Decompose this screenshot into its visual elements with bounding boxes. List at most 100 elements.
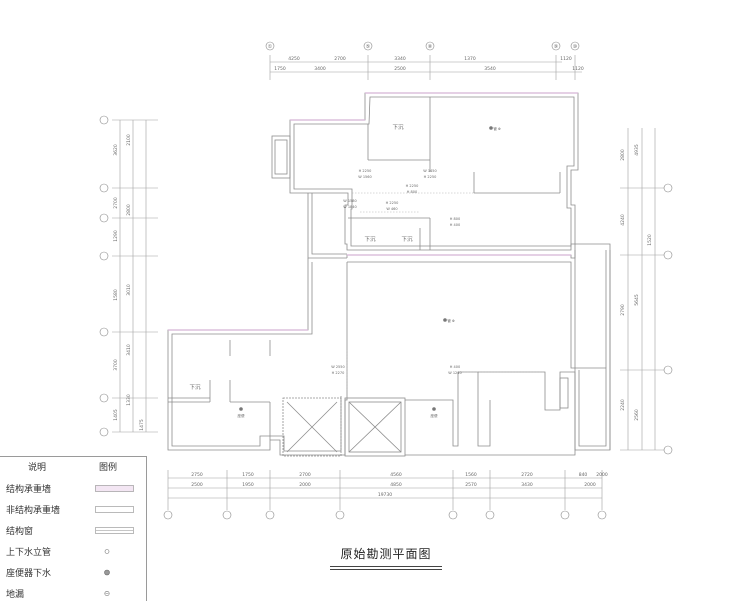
right-dimension-value: 2560 bbox=[634, 409, 640, 421]
legend-row-floor-drain: 地漏 bbox=[0, 583, 146, 603]
right-dimension-value: 2800 bbox=[620, 149, 626, 161]
bottom-axis-marker bbox=[560, 510, 570, 520]
right-dimension-value: 2240 bbox=[620, 399, 626, 411]
right-dimension-value: 5645 bbox=[634, 294, 640, 306]
top-axis-marker-circle bbox=[570, 41, 580, 51]
legend-label: 结构承重墙 bbox=[6, 485, 52, 495]
opening-annotation: H 2250 bbox=[359, 169, 372, 173]
drawing-title-block: 原始勘测平面图 bbox=[330, 545, 442, 570]
opening-annotation: W 2550 bbox=[331, 365, 344, 369]
top-axis-marker-circle bbox=[551, 41, 561, 51]
top-axis-marker-label: ① bbox=[268, 44, 273, 50]
legend-label: 座便器下水 bbox=[6, 569, 52, 579]
bottom-axis-marker bbox=[222, 510, 232, 520]
left-axis-marker bbox=[99, 183, 109, 193]
bottom-dimension-chain bbox=[167, 470, 603, 510]
left-dimension-value: 2800 bbox=[126, 204, 132, 216]
legend-row-window: 结构窗 bbox=[0, 520, 146, 540]
left-dimension-chain bbox=[112, 119, 158, 433]
door-swings bbox=[346, 192, 545, 390]
top-dimension-chain bbox=[269, 55, 582, 80]
legend-row-toilet: 座便器下水 bbox=[0, 562, 146, 582]
left-axis-marker bbox=[99, 251, 109, 261]
legend-label: 地漏 bbox=[6, 590, 25, 600]
legend-header-example: 图例 bbox=[99, 463, 118, 473]
bottom-dimension-value: 1560 bbox=[465, 472, 477, 478]
bottom-dimension-value: 1750 bbox=[242, 472, 254, 478]
left-dimension-value: 3010 bbox=[126, 284, 132, 296]
bottom-dimension-value: 840 bbox=[579, 472, 588, 478]
legend-label: 非结构承重墙 bbox=[6, 506, 61, 516]
top-axis-marker-circle bbox=[265, 41, 275, 51]
top-axis-marker-label: ⑩ bbox=[573, 44, 578, 50]
window-swatch bbox=[95, 527, 134, 534]
bottom-dimension-value: 1950 bbox=[242, 482, 254, 488]
left-axis-marker bbox=[99, 213, 109, 223]
left-dimension-value: 1405 bbox=[113, 409, 119, 421]
left-dimension-value: 1330 bbox=[126, 394, 132, 406]
legend-header-desc: 说明 bbox=[28, 463, 47, 473]
left-axis-marker bbox=[99, 327, 109, 337]
top-dimension-value: 1120 bbox=[572, 66, 584, 72]
sunken-area-label: 下沉 bbox=[364, 235, 376, 243]
legend-label: 结构窗 bbox=[6, 527, 34, 537]
bottom-axis-marker bbox=[597, 510, 607, 520]
left-dimension-value: 2700 bbox=[113, 197, 119, 209]
opening-annotation: H 400 bbox=[450, 365, 460, 369]
bottom-dimension-value: 2570 bbox=[465, 482, 477, 488]
legend-header: 说明 图例 bbox=[0, 457, 146, 477]
pipe-riser-icon bbox=[489, 126, 493, 130]
opening-annotation: W 1450 bbox=[423, 169, 436, 173]
left-dimension-value: 3410 bbox=[126, 344, 132, 356]
right-dimension-value: 4935 bbox=[634, 144, 640, 156]
load-bearing-highlight bbox=[168, 92, 578, 331]
left-dimension-value: 1475 bbox=[139, 419, 145, 431]
top-dimension-value: 4250 bbox=[288, 56, 300, 62]
opening-annotation: H 2250 bbox=[406, 184, 419, 188]
bottom-dimension-value: 2750 bbox=[191, 472, 203, 478]
pipe-riser-icon bbox=[443, 318, 447, 322]
bottom-axis-marker bbox=[448, 510, 458, 520]
toilet-drain-icon bbox=[104, 569, 110, 576]
opening-annotation: H 2250 bbox=[424, 175, 437, 179]
opening-annotation: W 1240 bbox=[448, 371, 461, 375]
bottom-dimension-value: 2000 bbox=[584, 482, 596, 488]
left-axis-marker bbox=[99, 427, 109, 437]
bottom-dimension-value: 2500 bbox=[191, 482, 203, 488]
left-dimension-value: 1580 bbox=[113, 289, 119, 301]
title-underline bbox=[330, 566, 442, 567]
opening-annotation: H 400 bbox=[450, 223, 460, 227]
bottom-dimension-value: 2720 bbox=[521, 472, 533, 478]
left-axis-marker bbox=[99, 115, 109, 125]
opening-annotation: W 1560 bbox=[358, 175, 371, 179]
toilet-label: 座便 bbox=[431, 413, 439, 418]
bottom-axis-marker bbox=[335, 510, 345, 520]
right-dimension-chain bbox=[620, 128, 664, 451]
title-underline-thin bbox=[330, 569, 442, 570]
right-axis-marker bbox=[663, 365, 673, 375]
bottom-dimension-value: 2000 bbox=[596, 472, 608, 478]
nonbearing-wall-swatch bbox=[95, 506, 134, 513]
left-axis-markers bbox=[99, 115, 109, 437]
legend-label: 上下水立管 bbox=[6, 548, 52, 558]
left-dimension-value: 2100 bbox=[126, 134, 132, 146]
bottom-dimension-value: 3430 bbox=[521, 482, 533, 488]
structural-walls bbox=[167, 92, 611, 457]
left-dimension-labels: 3620270012901580370014052100280030103410… bbox=[113, 134, 145, 431]
top-dimension-value: 1120 bbox=[560, 56, 572, 62]
top-dimension-value: 3400 bbox=[314, 66, 326, 72]
right-dimension-value: 4240 bbox=[620, 214, 626, 226]
right-axis-markers bbox=[663, 183, 673, 455]
legend-row-nonbearing-wall: 非结构承重墙 bbox=[0, 499, 146, 519]
left-dimension-value: 3620 bbox=[113, 144, 119, 156]
right-axis-marker bbox=[663, 183, 673, 193]
right-dimension-value: 2790 bbox=[620, 304, 626, 316]
top-axis-marker-label: ⑧ bbox=[428, 44, 433, 50]
opening-annotation: H 800 bbox=[407, 190, 417, 194]
drawing-title: 原始勘测平面图 bbox=[340, 547, 432, 561]
